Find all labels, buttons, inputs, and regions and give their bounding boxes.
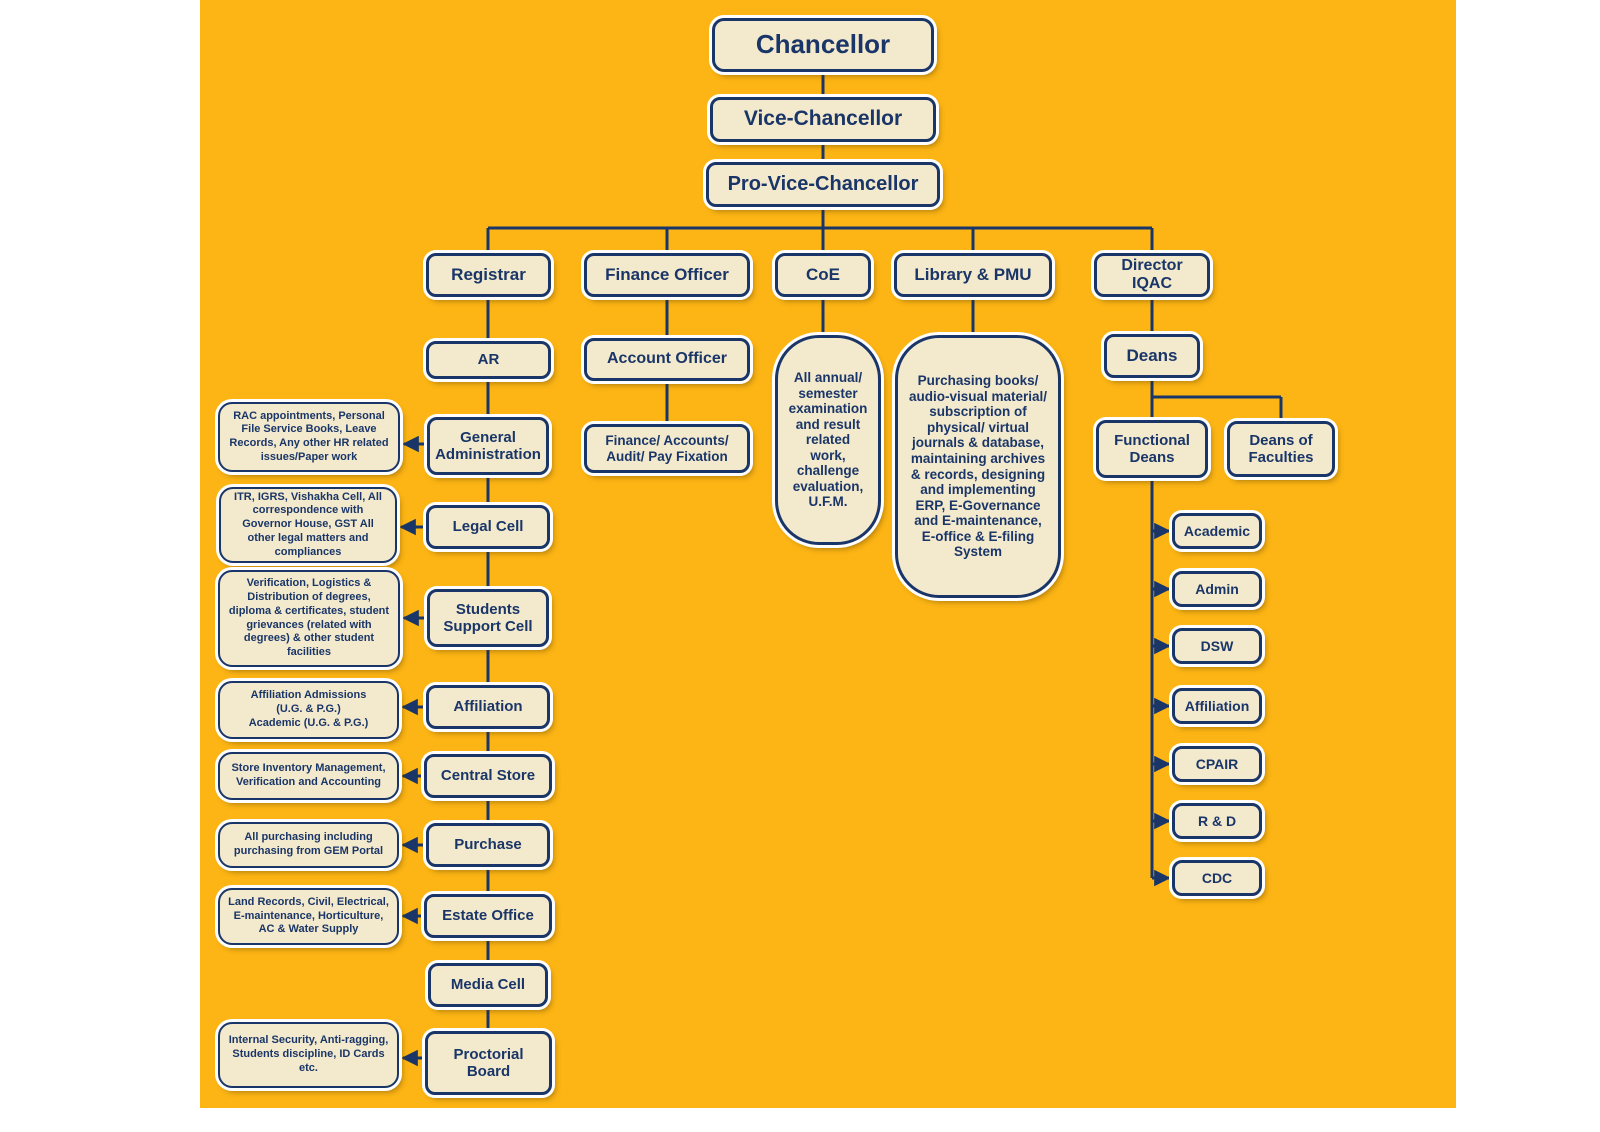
node-dean-academic: Academic [1172,513,1262,549]
node-students-support-cell: Students Support Cell [427,589,549,647]
node-library-pmu: Library & PMU [894,253,1052,297]
node-estate-office: Estate Office [424,894,552,938]
node-library-detail: Purchasing books/ audio-visual material/… [895,335,1061,598]
node-dean-cpair: CPAIR [1172,746,1262,782]
node-dean-cdc: CDC [1172,860,1262,896]
node-dean-admin: Admin [1172,571,1262,607]
node-legal-cell: Legal Cell [426,505,550,549]
node-affiliation: Affiliation [426,685,550,729]
node-pro-vice-chancellor: Pro-Vice-Chancellor [706,162,940,207]
node-deans-of-faculties: Deans of Faculties [1227,421,1335,477]
node-ar: AR [426,341,551,379]
node-vice-chancellor: Vice-Chancellor [710,97,936,142]
node-functional-deans: Functional Deans [1096,420,1208,478]
note-affiliation: Affiliation Admissions (U.G. & P.G.) Aca… [218,681,399,739]
node-general-administration: General Administration [427,417,549,475]
node-purchase: Purchase [426,823,550,867]
node-dean-rd: R & D [1172,803,1262,839]
note-general-administration: RAC appointments, Personal File Service … [218,402,400,472]
node-media-cell: Media Cell [428,963,548,1007]
node-finance-officer: Finance Officer [584,253,750,297]
note-students-support-cell: Verification, Logistics & Distribution o… [218,570,400,667]
node-deans: Deans [1104,334,1200,378]
node-central-store: Central Store [424,754,552,798]
node-account-officer: Account Officer [584,338,750,381]
node-proctorial-board: Proctorial Board [425,1031,552,1095]
node-dean-dsw: DSW [1172,628,1262,664]
node-chancellor: Chancellor [712,18,934,72]
node-finance-detail: Finance/ Accounts/ Audit/ Pay Fixation [584,424,750,473]
note-legal-cell: ITR, IGRS, Vishakha Cell, All correspond… [219,487,397,563]
node-director-iqac: Director IQAC [1094,253,1210,297]
node-dean-affiliation: Affiliation [1172,688,1262,724]
node-coe: CoE [775,253,871,297]
node-coe-detail: All annual/ semester examination and res… [775,335,881,545]
node-registrar: Registrar [426,253,551,297]
note-central-store: Store Inventory Management, Verification… [218,752,399,800]
note-proctorial-board: Internal Security, Anti-ragging, Student… [218,1022,399,1088]
note-purchase: All purchasing including purchasing from… [218,822,399,868]
note-estate-office: Land Records, Civil, Electrical, E-maint… [218,888,399,945]
